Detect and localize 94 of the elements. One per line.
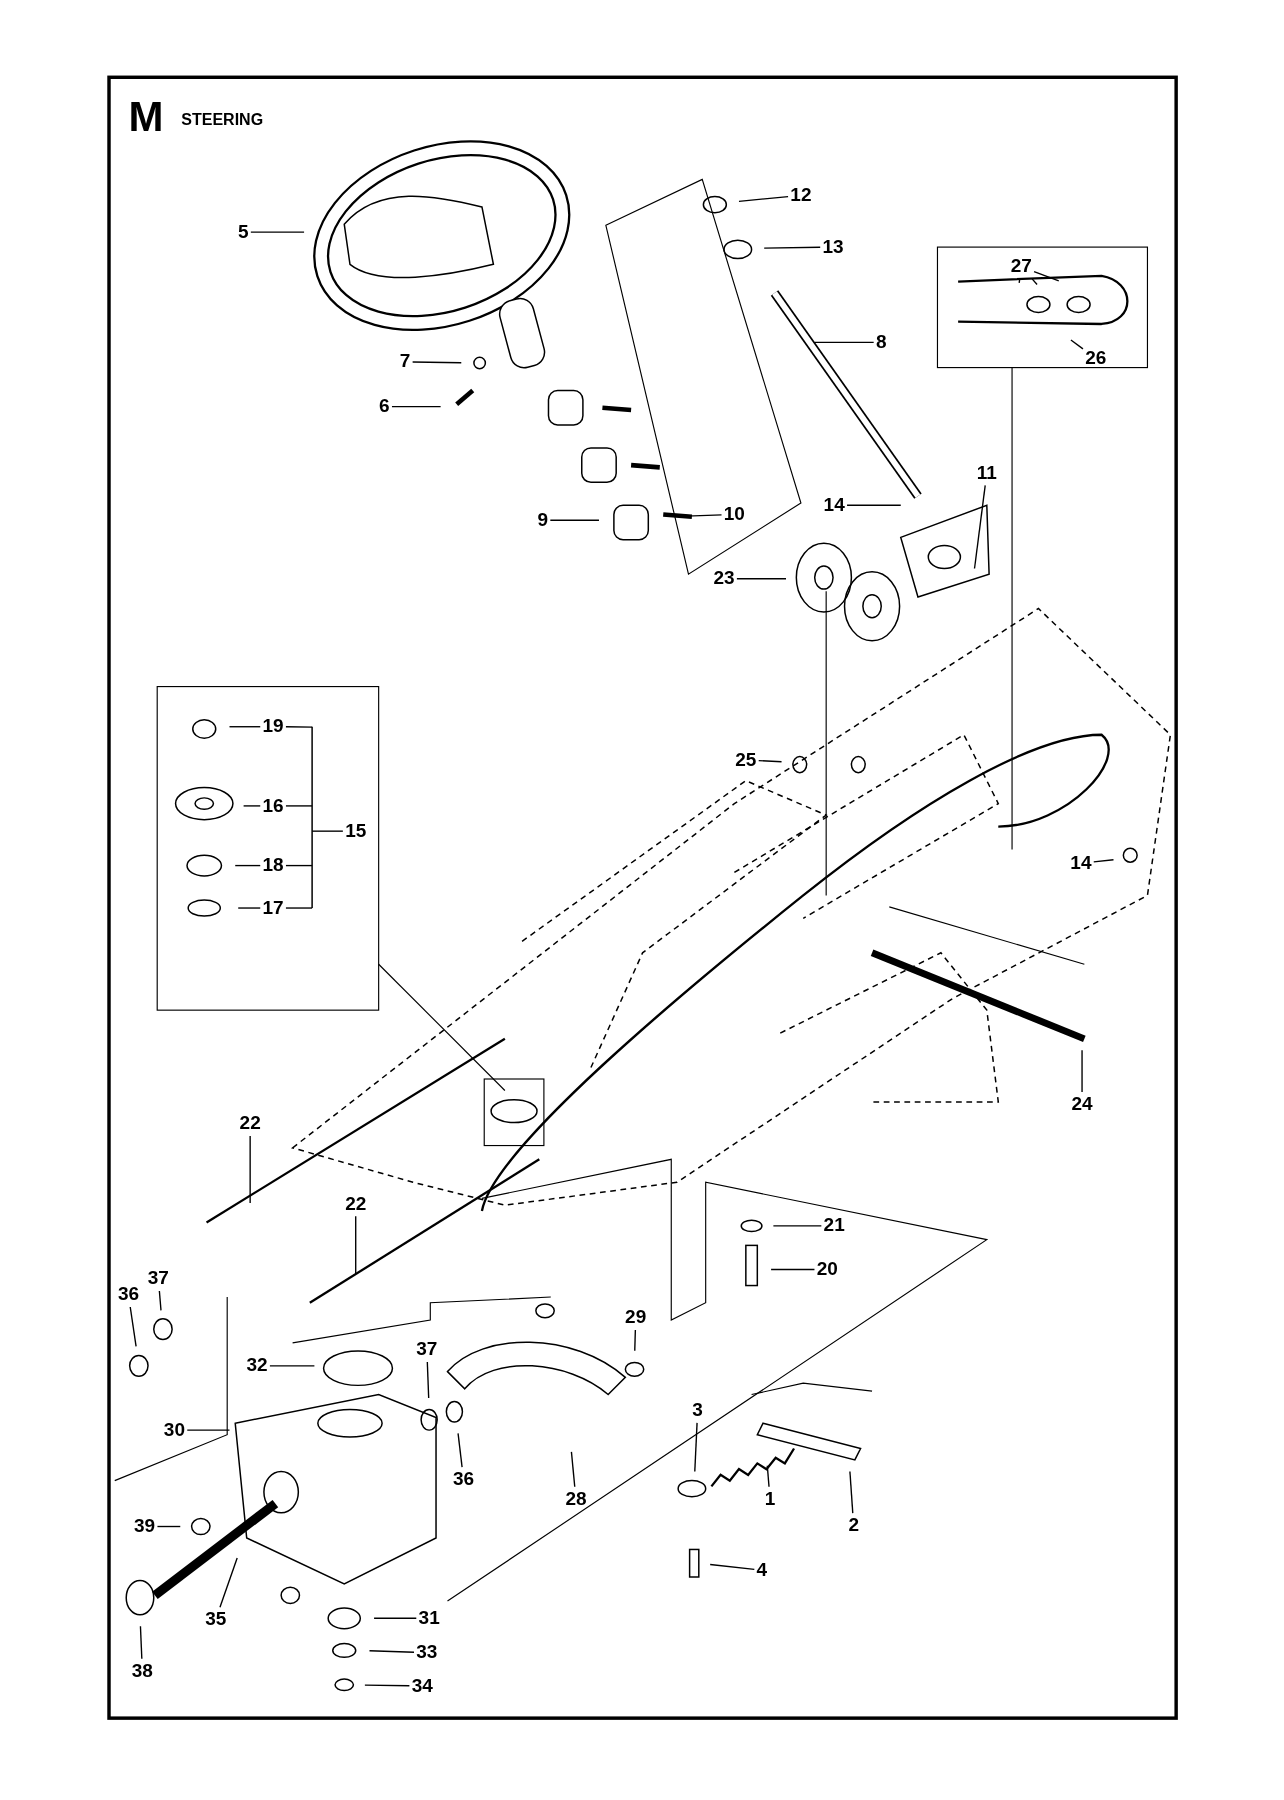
- leader-line: [285, 864, 313, 867]
- leader-line: [694, 1422, 698, 1473]
- callout-number: 27: [1010, 256, 1032, 277]
- callout-number: 37: [147, 1268, 169, 1289]
- callout-number: 30: [163, 1419, 185, 1440]
- leader-line: [457, 1432, 463, 1468]
- callout-number: 39: [134, 1516, 156, 1537]
- callout-number: 29: [625, 1307, 647, 1328]
- callout-number: 36: [117, 1284, 140, 1305]
- callout-number: 22: [239, 1113, 261, 1134]
- leader-line: [1070, 339, 1084, 350]
- callout-number: 19: [262, 716, 284, 737]
- callout-number: 7: [399, 351, 411, 372]
- leader-line: [770, 1268, 816, 1271]
- callout-number: 22: [345, 1193, 367, 1214]
- leader-line: [158, 1290, 162, 1311]
- callout-number: 28: [565, 1488, 587, 1509]
- leader-line: [368, 1650, 415, 1653]
- leader-line: [391, 405, 442, 408]
- leader-line: [249, 1135, 251, 1204]
- leader-line: [364, 1684, 411, 1687]
- callout-number: 31: [418, 1607, 440, 1628]
- leader-line: [772, 1225, 823, 1227]
- callout-number: 25: [735, 749, 757, 770]
- leader-line: [219, 1557, 238, 1608]
- leader-line: [269, 1365, 316, 1367]
- callout-number: 3: [692, 1400, 703, 1421]
- callout-number: 5: [237, 221, 249, 242]
- callout-number: 13: [822, 236, 844, 257]
- leader-line: [285, 726, 313, 728]
- leader-line: [156, 1525, 181, 1528]
- callout-number: 35: [205, 1609, 227, 1630]
- leader-line: [1033, 270, 1060, 282]
- callout-number: 12: [790, 185, 812, 206]
- callout-number: 14: [823, 494, 845, 515]
- callout-number: 9: [537, 509, 548, 530]
- leader-line: [849, 1470, 854, 1514]
- leader-line: [139, 1625, 143, 1660]
- callout-number: 32: [246, 1355, 268, 1376]
- callout-number: 37: [416, 1339, 438, 1360]
- callout-number: 8: [875, 331, 887, 352]
- leader-line: [570, 1451, 576, 1488]
- callout-number: 2: [848, 1514, 859, 1535]
- callout-number: 18: [262, 855, 284, 876]
- callout-number: 16: [262, 795, 284, 816]
- leader-line: [426, 1361, 430, 1399]
- callout-number: 24: [1071, 1093, 1093, 1114]
- callout-number: 17: [262, 897, 284, 918]
- callout-number: 15: [345, 820, 367, 841]
- leader-line: [242, 805, 261, 807]
- leader-line: [311, 830, 344, 832]
- callout-number: 20: [816, 1259, 838, 1280]
- leader-line: [846, 504, 902, 506]
- leader-line: [634, 1329, 637, 1352]
- callout-number: 11: [976, 462, 997, 483]
- leader-line: [1093, 859, 1115, 863]
- callout-number: 1: [764, 1488, 776, 1509]
- leader-line: [1081, 1049, 1083, 1093]
- leader-line: [237, 907, 261, 909]
- leader-line: [738, 195, 789, 202]
- leader-line: [285, 805, 313, 807]
- callout-number: 33: [416, 1642, 438, 1663]
- title: STEERING: [181, 111, 264, 130]
- leader-line: [736, 578, 787, 580]
- section-letter: M: [128, 96, 164, 139]
- leader-line: [234, 864, 261, 867]
- leader-line: [411, 361, 462, 364]
- leader-line: [766, 1465, 770, 1488]
- callout-number: 34: [411, 1675, 433, 1696]
- leader-line: [973, 484, 986, 570]
- callout-number: 4: [756, 1559, 768, 1580]
- leader-line: [763, 246, 821, 249]
- callout-number: 23: [713, 568, 735, 589]
- callout-number: 38: [131, 1660, 153, 1681]
- leader-line: [758, 759, 783, 763]
- leader-line: [355, 1215, 357, 1275]
- leader-line: [186, 1429, 231, 1431]
- leader-line: [228, 726, 261, 728]
- leader-line: [814, 341, 875, 344]
- callout-number: 6: [379, 396, 390, 417]
- callout-number: 10: [723, 504, 745, 525]
- callout-number: 14: [1070, 852, 1092, 873]
- leader-line: [373, 1617, 417, 1619]
- leader-line: [285, 907, 313, 909]
- leader-line: [1031, 278, 1038, 286]
- callout-number: 36: [453, 1469, 475, 1490]
- callout-number: 21: [823, 1215, 845, 1236]
- leader-line: [1018, 278, 1021, 284]
- leader-line: [709, 1563, 756, 1570]
- callout-number: 26: [1085, 348, 1107, 368]
- leader-line: [129, 1306, 137, 1348]
- leader-line: [678, 514, 723, 518]
- leader-line: [250, 231, 305, 233]
- leader-line: [549, 519, 600, 521]
